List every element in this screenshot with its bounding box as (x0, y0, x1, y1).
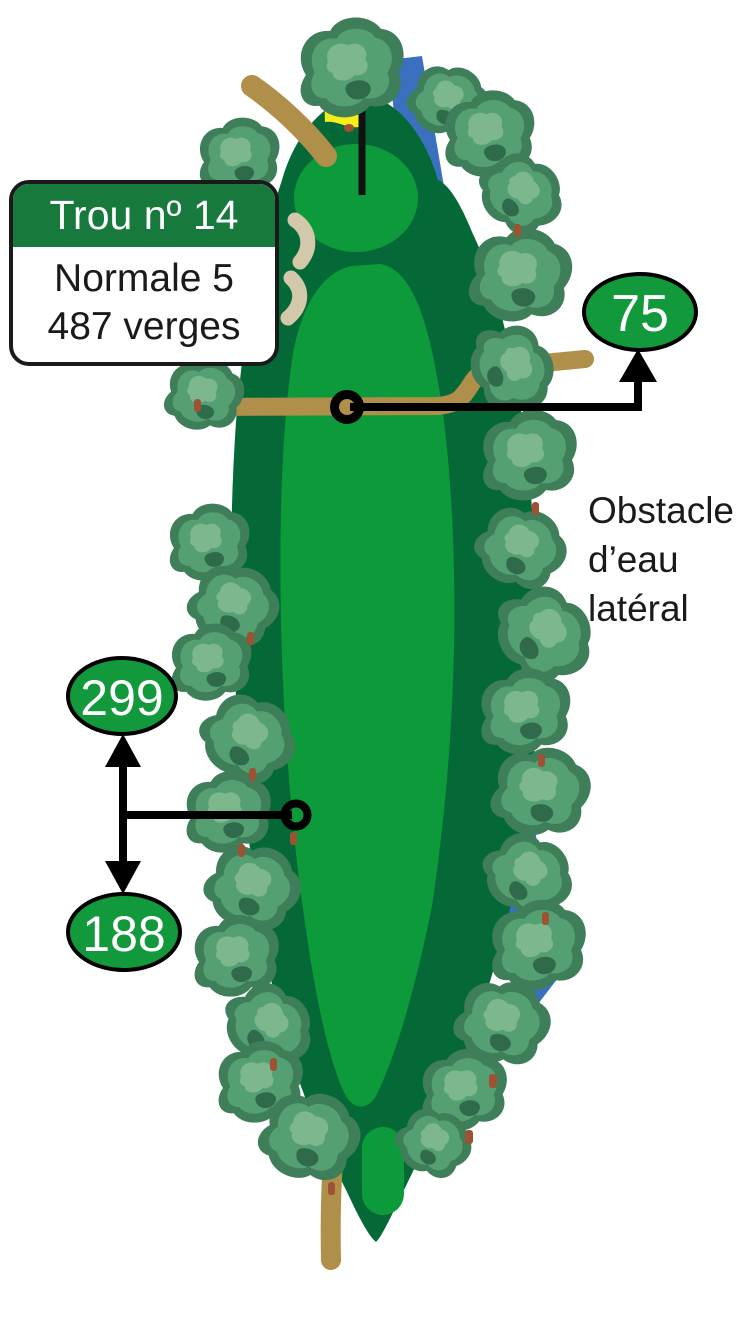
cart-path-top (241, 75, 337, 167)
hole-distance: 487 verges (47, 304, 241, 348)
flag-base (344, 124, 354, 132)
distance-badge (66, 892, 182, 972)
distance-value: 188 (82, 906, 165, 962)
arrow-down-icon (105, 861, 141, 894)
flagstick (358, 84, 366, 195)
marker-arrow-line (119, 762, 292, 866)
distance-marker-75: 75 (330, 272, 698, 424)
arrow-up-icon (619, 349, 657, 382)
yardage-point-ring (330, 390, 364, 424)
bunker (280, 270, 308, 326)
hole-par: Normale 5 (54, 257, 234, 300)
distance-value: 299 (80, 670, 163, 726)
hole-title: Trou nº 14 (13, 184, 275, 247)
putting-green (294, 144, 418, 252)
water-hazard-label: Obstacle d’eau latéral (588, 490, 735, 630)
distance-badge (582, 272, 698, 352)
tee-box (362, 1127, 404, 1215)
tree (300, 17, 404, 118)
arrow-up-icon (105, 734, 141, 767)
tree (171, 623, 252, 701)
bunker (287, 212, 316, 270)
distance-badge (66, 656, 178, 736)
distance-marker-299-188: 299 188 (66, 656, 312, 972)
distance-value: 75 (611, 285, 669, 343)
hole-info-box: Trou nº 14 Normale 5 487 verges (9, 180, 279, 366)
yardage-point-ring (280, 799, 312, 831)
fairway (280, 264, 455, 1107)
marker-arrow-line (350, 378, 642, 411)
